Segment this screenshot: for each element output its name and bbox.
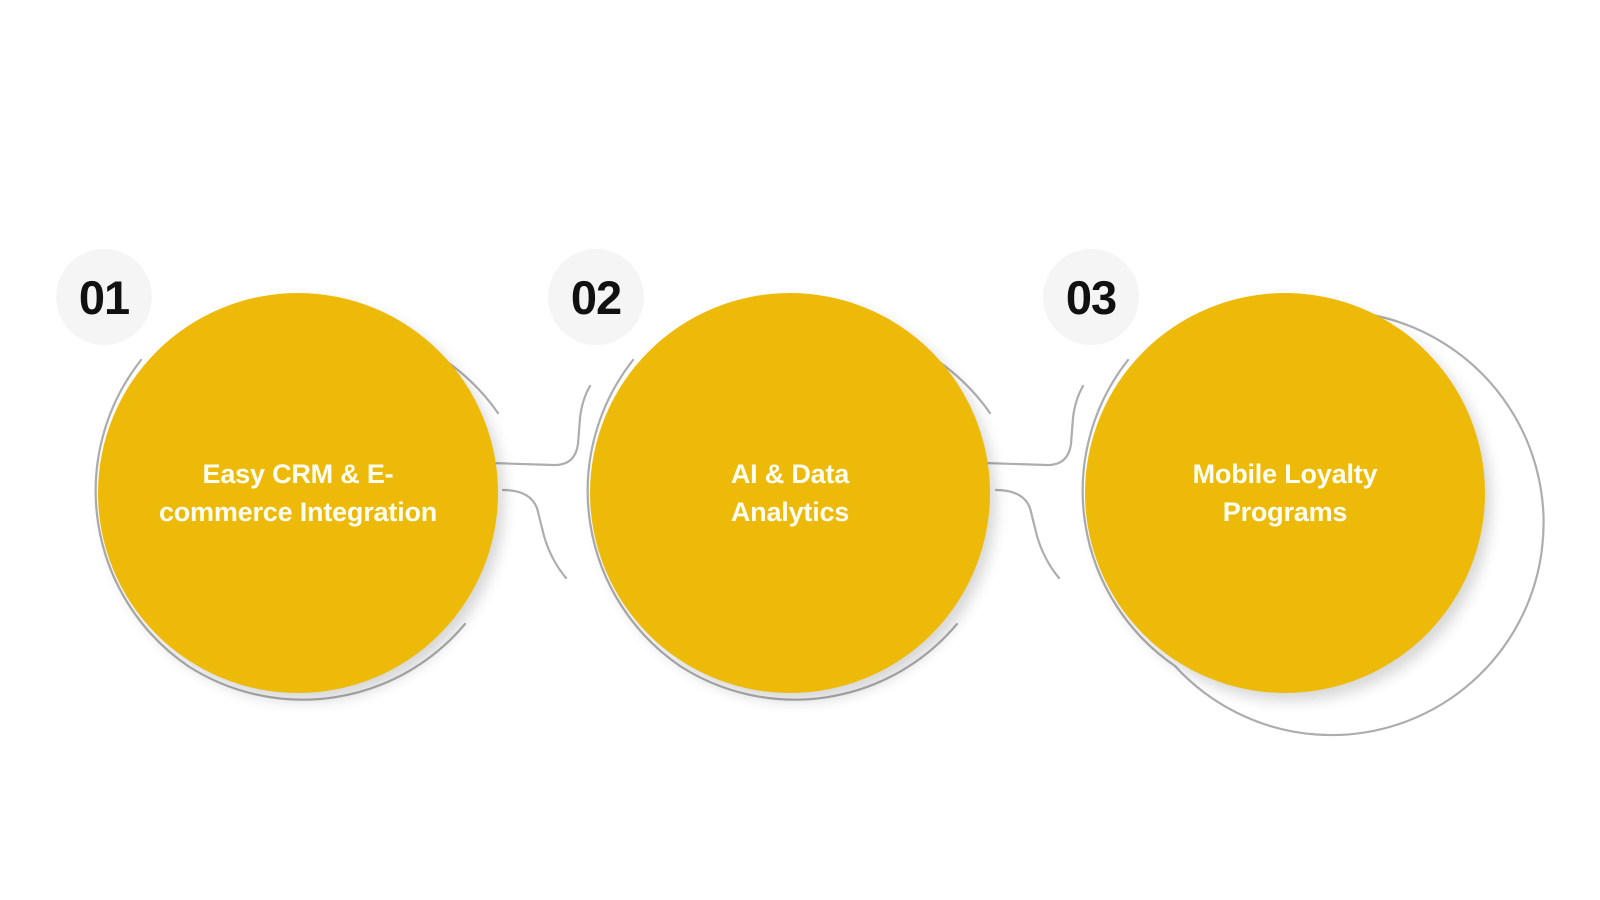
connector-2-3-upper bbox=[982, 384, 1085, 467]
process-step-2[interactable]: AI & Data Analytics 02 bbox=[548, 249, 990, 693]
step-label-2: AI & Data Analytics bbox=[730, 458, 850, 527]
step-number-1: 01 bbox=[78, 270, 130, 324]
connector-2-3-lower bbox=[994, 488, 1061, 580]
outer-ring-arc-1a bbox=[94, 358, 190, 668]
outer-ring-arc-2a bbox=[586, 358, 682, 668]
step-number-badge-2: 02 bbox=[548, 249, 644, 345]
step-number-3: 03 bbox=[1065, 270, 1117, 324]
step-label-1: Easy CRM & E- commerce Integration bbox=[158, 458, 438, 527]
connector-1-2-upper bbox=[489, 384, 592, 467]
outer-ring-arc-3a bbox=[1081, 358, 1177, 668]
process-step-1[interactable]: Easy CRM & E- commerce Integration 01 bbox=[56, 249, 498, 693]
outer-ring-arc-1b bbox=[186, 622, 467, 701]
connector-1-2-lower bbox=[501, 488, 568, 580]
step-number-badge-3: 03 bbox=[1043, 249, 1139, 345]
process-step-3[interactable]: Mobile Loyalty Programs 03 bbox=[1043, 249, 1485, 693]
step-disk-2 bbox=[590, 293, 990, 693]
step-number-2: 02 bbox=[570, 270, 622, 324]
step-label-3: Mobile Loyalty Programs bbox=[1192, 458, 1378, 527]
step-disk-1 bbox=[98, 293, 498, 693]
step-disk-3 bbox=[1085, 293, 1485, 693]
step-number-badge-1: 01 bbox=[56, 249, 152, 345]
outer-ring-arc-2b bbox=[678, 622, 959, 701]
